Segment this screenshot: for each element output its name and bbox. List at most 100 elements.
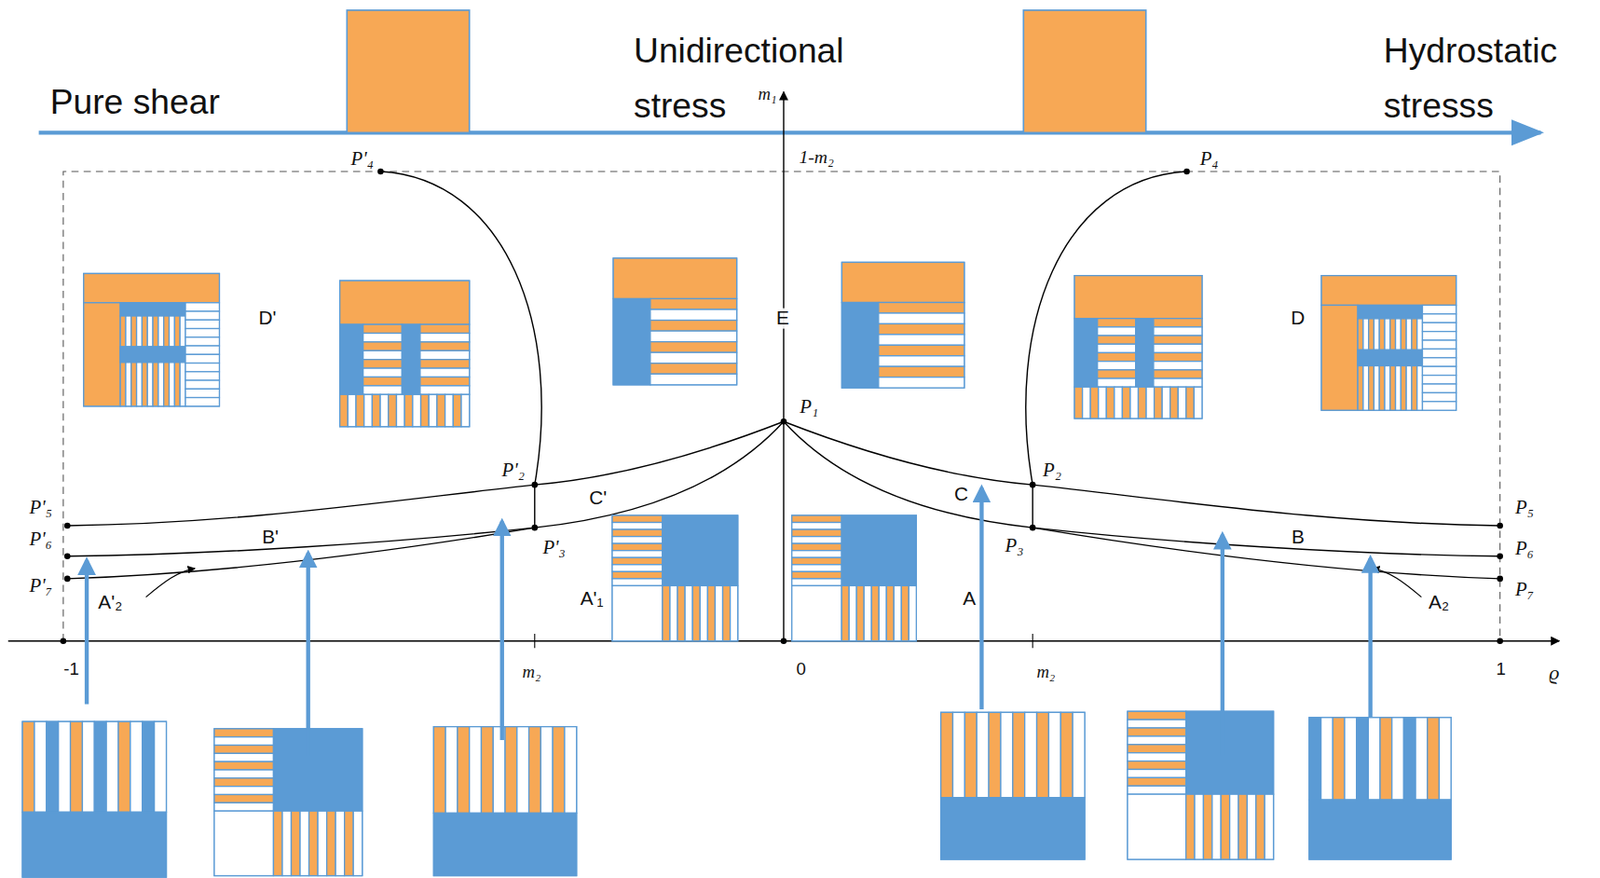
- phase-block: [214, 778, 274, 787]
- phase-block: [420, 333, 470, 342]
- phase-block: [1127, 793, 1187, 860]
- stress-label: Hydrostatic stresss: [1382, 22, 1595, 133]
- phase-block: [792, 515, 917, 642]
- phase-block: [612, 578, 663, 587]
- phase-block: [120, 302, 186, 316]
- phase-block: [82, 721, 95, 812]
- phase-block: [792, 543, 842, 551]
- phase-block: [185, 371, 219, 381]
- stress-arrow: [39, 130, 1542, 135]
- phase-block: [1127, 768, 1187, 778]
- diagram-label: A'₂: [96, 591, 124, 614]
- phase-block: [437, 394, 446, 426]
- phase-block: [612, 564, 663, 573]
- phase-block: [908, 585, 917, 641]
- diagram-label: m₂: [1035, 662, 1056, 682]
- phase-block: [1367, 717, 1381, 800]
- phase-block: [273, 728, 362, 811]
- microstructure-icon: [214, 728, 363, 876]
- phase-block: [340, 394, 349, 426]
- phase-block: [1356, 717, 1369, 800]
- phase-block: [480, 726, 493, 814]
- phase-block: [612, 557, 663, 565]
- phase-block: [1138, 386, 1148, 419]
- phase-block: [650, 298, 738, 310]
- phase-block: [1121, 386, 1131, 419]
- phase-block: [412, 394, 422, 426]
- diagram-label: E: [775, 307, 791, 329]
- phase-block: [613, 258, 737, 385]
- phase-block: [723, 585, 731, 641]
- diagram-label: P₂: [1041, 459, 1063, 481]
- diagram-label: C': [588, 487, 608, 509]
- phase-block: [1212, 793, 1221, 860]
- phase-block: [564, 726, 577, 814]
- phase-block: [792, 585, 842, 641]
- phase-block: [901, 585, 909, 641]
- phase-block: [517, 726, 530, 814]
- phase-block: [792, 564, 842, 573]
- microstructure-icon: [433, 726, 576, 876]
- points: [60, 168, 1504, 644]
- region-boundaries: [67, 171, 1500, 598]
- phase-block: [684, 585, 693, 641]
- phase-block: [388, 394, 397, 426]
- microstructure-icon: [613, 258, 737, 385]
- phase-block: [893, 585, 902, 641]
- phase-block: [792, 522, 842, 531]
- phase-block: [792, 515, 842, 523]
- y-axis: [782, 92, 784, 642]
- pointer-arrow: [979, 487, 984, 710]
- phase-block: [363, 341, 403, 351]
- phase-block: [792, 536, 842, 545]
- phase-block: [335, 810, 345, 876]
- phase-block: [612, 571, 663, 579]
- boundary-curve: [67, 484, 535, 526]
- phase-block: [1097, 343, 1136, 353]
- phase-block: [677, 585, 685, 641]
- phase-block: [612, 515, 663, 523]
- phase-block: [214, 769, 274, 779]
- phase-block: [1127, 711, 1187, 720]
- phase-block: [1097, 327, 1136, 336]
- dashed-frame: [63, 171, 1501, 642]
- diagram-label: A₂: [1427, 591, 1450, 614]
- phase-block: [1422, 383, 1456, 393]
- phase-block: [1427, 717, 1440, 800]
- phase-block: [730, 585, 739, 641]
- phase-block: [650, 330, 738, 342]
- axes: [8, 92, 1559, 649]
- phase-block: [1048, 711, 1061, 797]
- phase-block: [420, 376, 470, 385]
- phase-block: [1203, 793, 1212, 860]
- phase-block: [612, 529, 663, 537]
- phase-block: [1403, 717, 1416, 800]
- phase-block: [988, 711, 1001, 797]
- point-dot: [64, 575, 71, 583]
- phase-block: [433, 726, 446, 814]
- phase-block: [340, 280, 470, 325]
- boundary-curve: [67, 527, 535, 557]
- point-dot: [64, 553, 71, 561]
- phase-block: [612, 522, 663, 531]
- phase-block: [340, 280, 470, 427]
- phase-block: [120, 346, 186, 363]
- phase-block: [1127, 785, 1187, 794]
- phase-block: [1344, 717, 1357, 800]
- phase-block: [433, 726, 576, 876]
- diagram-label: P₆: [1514, 537, 1535, 560]
- phase-block: [1238, 793, 1247, 860]
- phase-block: [792, 557, 842, 565]
- phase-block: [420, 350, 470, 359]
- phase-block: [469, 726, 482, 814]
- phase-block: [1422, 348, 1456, 357]
- phase-block: [1422, 322, 1456, 331]
- stress-label: Unidirectional stress: [632, 22, 901, 133]
- phase-block: [613, 258, 737, 299]
- microstructure-icon: [612, 515, 739, 642]
- point-dot: [780, 418, 788, 425]
- phase-block: [1127, 752, 1187, 762]
- phase-block: [941, 711, 954, 797]
- phase-block: [612, 550, 663, 559]
